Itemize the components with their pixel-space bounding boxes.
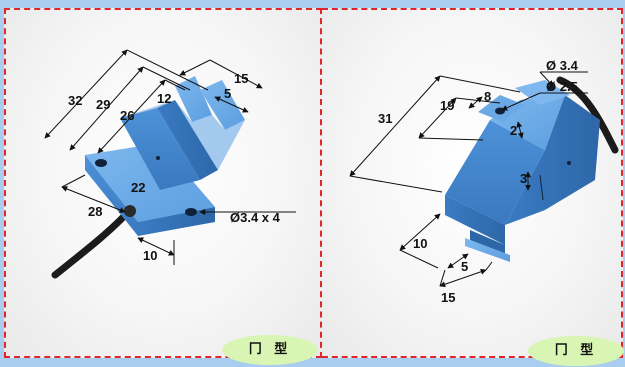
left-dim-12: 12: [157, 91, 171, 106]
left-fork-top: [120, 100, 245, 170]
right-dim-3: 3: [520, 171, 527, 186]
right-sensor: [445, 76, 619, 262]
right-dim-19: 19: [440, 98, 454, 113]
left-dim-28: 28: [88, 204, 102, 219]
left-dimension-lines: [44, 49, 296, 265]
right-dimension-labels: Ø 3.4 Ø 2.5 31 19 8 2 3 10 5 15: [378, 58, 579, 305]
right-dim-8: 8: [484, 89, 491, 104]
left-cable: [51, 208, 132, 279]
type-badge-left: 冂 型: [222, 335, 318, 365]
left-hole-b: [185, 208, 197, 216]
left-dim-29: 29: [96, 97, 110, 112]
left-hole-a: [95, 159, 107, 167]
left-dim-32: 32: [68, 93, 82, 108]
right-dim-10: 10: [413, 236, 427, 251]
left-dim-22: 22: [131, 180, 145, 195]
left-dim-hole: Ø3.4 x 4: [230, 210, 281, 225]
left-indicator-dot: [156, 156, 160, 160]
right-fork-bottom: [445, 195, 505, 245]
type-badge-right: 冂 型: [528, 336, 624, 366]
left-base-top: [85, 143, 215, 222]
right-cable: [556, 76, 619, 154]
right-hole-a: [495, 107, 505, 115]
right-dim-31: 31: [378, 111, 392, 126]
left-connector: [124, 205, 136, 217]
right-lower-prong: [465, 238, 510, 262]
left-dim-15: 15: [234, 71, 248, 86]
right-body-edge: [539, 174, 544, 201]
right-dim-hole25: Ø 2.5: [546, 79, 578, 94]
right-block-side: [505, 95, 600, 225]
right-dim-2: 2: [510, 123, 517, 138]
right-fork-front: [445, 120, 545, 225]
left-dimension-labels: 32 29 26 12 15 5 22 28 10 Ø3.4 x 4: [68, 71, 281, 263]
right-dim-hole34: Ø 3.4: [546, 58, 579, 73]
right-dim-15: 15: [441, 290, 455, 305]
left-dim-5: 5: [224, 86, 231, 101]
left-dim-10: 10: [143, 248, 157, 263]
right-dimension-lines: [349, 71, 588, 288]
right-indicator-dot: [567, 161, 571, 165]
right-dim-5: 5: [461, 259, 468, 274]
left-dim-26: 26: [120, 108, 134, 123]
right-slot: [470, 230, 505, 256]
left-fork-side: [157, 100, 218, 180]
